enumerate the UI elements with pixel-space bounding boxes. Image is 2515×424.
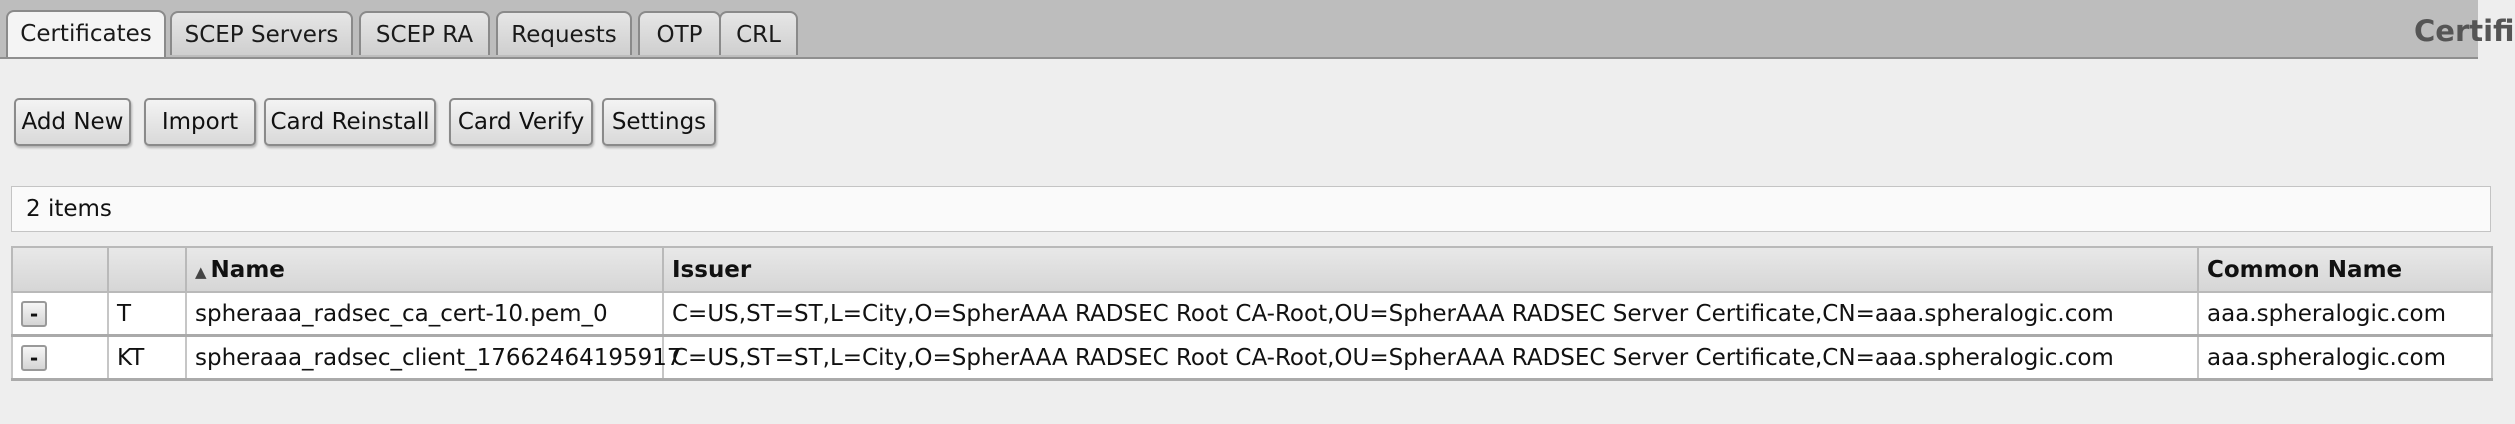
card-verify-button[interactable]: Card Verify <box>449 98 593 146</box>
table-header-row: ▲Name Issuer Common Name <box>11 246 2493 293</box>
row-action-cell: - <box>11 291 109 337</box>
column-header-action <box>11 246 109 293</box>
tab-otp[interactable]: OTP <box>638 11 721 55</box>
row-name-cell: spheraaa_radsec_ca_cert-10.pem_0 <box>185 291 664 337</box>
sort-ascending-icon: ▲ <box>195 262 207 281</box>
import-button[interactable]: Import <box>144 98 256 146</box>
certificates-table: ▲Name Issuer Common Name - T spheraaa_ra… <box>11 246 2493 381</box>
remove-button[interactable]: - <box>21 300 47 327</box>
tab-scep-ra[interactable]: SCEP RA <box>359 11 490 55</box>
row-issuer-cell: C=US,ST=ST,L=City,O=SpherAAA RADSEC Root… <box>662 334 2199 381</box>
tab-certificates[interactable]: Certificates <box>6 10 166 57</box>
remove-button[interactable]: - <box>21 344 47 371</box>
row-issuer-cell: C=US,ST=ST,L=City,O=SpherAAA RADSEC Root… <box>662 291 2199 337</box>
page-title: Certifi <box>2414 14 2515 48</box>
settings-button[interactable]: Settings <box>602 98 716 146</box>
table-row[interactable]: - T spheraaa_radsec_ca_cert-10.pem_0 C=U… <box>11 291 2493 337</box>
tab-requests[interactable]: Requests <box>496 11 632 55</box>
column-header-issuer[interactable]: Issuer <box>662 246 2199 293</box>
tab-bar: Certificates SCEP Servers SCEP RA Reques… <box>0 0 2515 59</box>
card-reinstall-button[interactable]: Card Reinstall <box>264 98 436 146</box>
item-count: 2 items <box>11 186 2491 232</box>
tab-scep-servers[interactable]: SCEP Servers <box>170 11 353 55</box>
column-header-common-name[interactable]: Common Name <box>2197 246 2493 293</box>
row-type-cell: KT <box>107 334 187 381</box>
tab-crl[interactable]: CRL <box>719 11 798 55</box>
row-common-name-cell: aaa.spheralogic.com <box>2197 291 2493 337</box>
row-name-cell: spheraaa_radsec_client_17662464195917 <box>185 334 682 381</box>
add-new-button[interactable]: Add New <box>14 98 131 146</box>
table-row[interactable]: - KT spheraaa_radsec_client_176624641959… <box>11 334 2493 381</box>
row-action-cell: - <box>11 334 109 381</box>
row-type-cell: T <box>107 291 187 337</box>
column-header-name[interactable]: ▲Name <box>185 246 664 293</box>
column-header-name-label: Name <box>210 256 285 283</box>
column-header-type <box>107 246 187 293</box>
row-common-name-cell: aaa.spheralogic.com <box>2197 334 2493 381</box>
